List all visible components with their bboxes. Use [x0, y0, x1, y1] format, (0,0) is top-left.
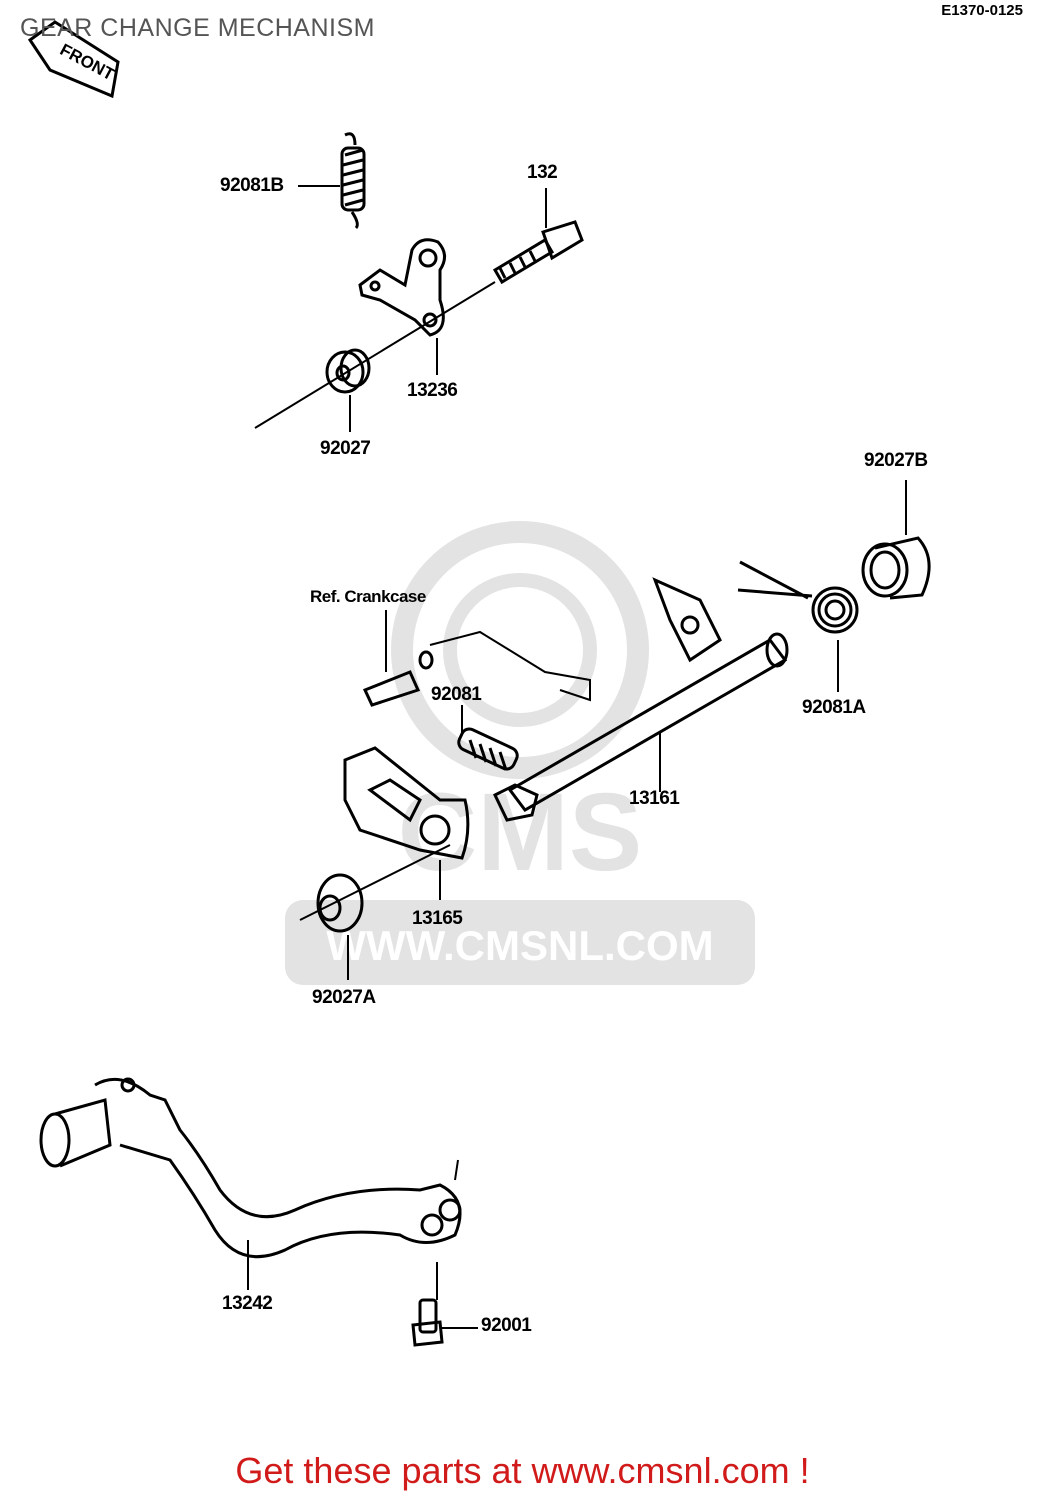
label-13236[interactable]: 13236 — [407, 380, 458, 401]
label-92001[interactable]: 92001 — [481, 1315, 532, 1336]
front-arrow: FRONT — [27, 20, 120, 99]
cms-watermark: CMS WWW.CMSNL.COM — [285, 521, 755, 985]
collar-92027 — [325, 348, 371, 394]
label-92081a[interactable]: 92081A — [802, 697, 866, 718]
arm-13165 — [343, 746, 470, 860]
label-ref-crankcase: Ref. Crankcase — [310, 587, 426, 606]
label-92027a[interactable]: 92027A — [312, 987, 376, 1008]
pedal-bolt-92001 — [411, 1298, 444, 1347]
collar-92027a — [316, 873, 364, 933]
watermark-brand: CMS — [398, 771, 642, 894]
shaft-13161 — [493, 577, 789, 822]
spring-92081a — [737, 560, 859, 634]
page-title: GEAR CHANGE MECHANISM — [20, 14, 375, 42]
label-92027b[interactable]: 92027B — [864, 450, 928, 471]
label-92081b[interactable]: 92081B — [220, 175, 284, 196]
label-92081[interactable]: 92081 — [431, 684, 482, 705]
label-13161[interactable]: 13161 — [629, 788, 680, 809]
label-132[interactable]: 132 — [527, 162, 558, 183]
label-13165[interactable]: 13165 — [412, 908, 463, 929]
spring-92081 — [457, 727, 519, 771]
spring-92081b — [340, 132, 366, 230]
label-92027[interactable]: 92027 — [320, 438, 371, 459]
bolt-132 — [492, 220, 584, 285]
collar-92027b — [861, 536, 931, 600]
crankcase-pin — [362, 650, 434, 707]
stopper-lever-13236 — [358, 238, 446, 337]
watermark-url: WWW.CMSNL.COM — [326, 922, 713, 969]
footer-cta-link[interactable]: Get these parts at www.cmsnl.com ! — [235, 1450, 810, 1491]
diagram-code: E1370-0125 — [941, 2, 1023, 19]
label-13242[interactable]: 13242 — [222, 1293, 273, 1314]
shift-pedal-13242 — [39, 1077, 462, 1259]
